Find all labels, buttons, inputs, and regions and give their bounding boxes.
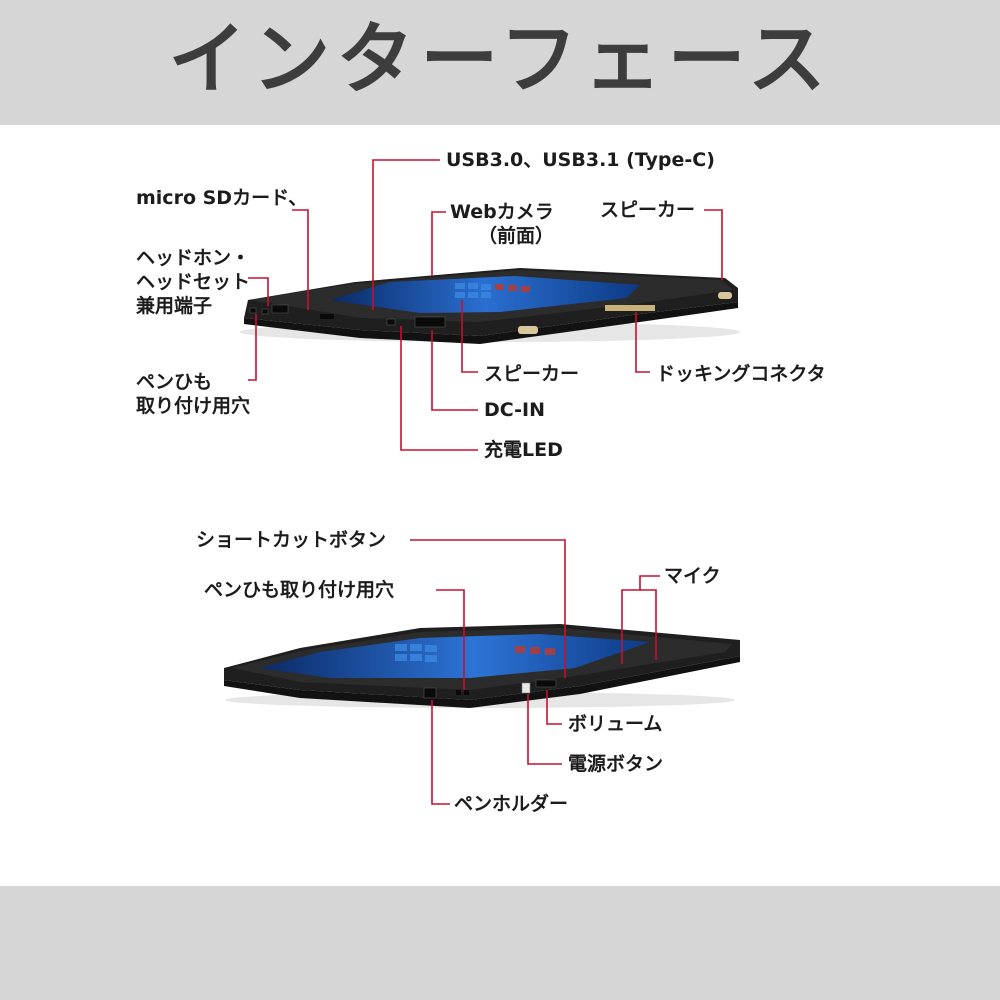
tablet-side-view bbox=[224, 624, 740, 708]
label-dcin: DC-IN bbox=[484, 399, 546, 421]
leader-lines bbox=[248, 159, 723, 805]
label-speaker-front: スピーカー bbox=[484, 363, 580, 385]
header-band: インターフェース bbox=[0, 0, 1000, 125]
label-speaker-right: スピーカー bbox=[600, 199, 696, 221]
label-pen-holder: ペンホルダー bbox=[454, 793, 569, 815]
label-pen-strap-line1: ペンひも bbox=[136, 371, 213, 393]
label-usb: USB3.0、USB3.1 (Type-C) bbox=[446, 149, 715, 171]
label-power: 電源ボタン bbox=[568, 753, 664, 775]
label-volume: ボリューム bbox=[568, 713, 663, 735]
footer-band bbox=[0, 886, 1000, 1000]
label-mic: マイク bbox=[664, 565, 721, 587]
label-webcam-line1: Webカメラ bbox=[450, 201, 554, 223]
page-title: インターフェース bbox=[168, 15, 832, 105]
label-shortcut: ショートカットボタン bbox=[196, 529, 387, 551]
tablet-top-view bbox=[240, 268, 740, 344]
label-docking: ドッキングコネクタ bbox=[656, 363, 826, 385]
label-headphone-line2: ヘッドセット bbox=[136, 271, 251, 293]
label-headphone-line1: ヘッドホン・ bbox=[136, 247, 251, 269]
screen bbox=[260, 634, 650, 678]
label-charge-led: 充電LED bbox=[484, 439, 563, 461]
label-webcam-line2: （前面） bbox=[478, 225, 555, 247]
label-pen-strap-line2: 取り付け用穴 bbox=[136, 395, 251, 417]
label-headphone-line3: 兼用端子 bbox=[136, 295, 213, 317]
label-microsd: micro SDカード、 bbox=[136, 187, 308, 209]
label-pen-strap: ペンひも取り付け用穴 bbox=[204, 579, 395, 601]
